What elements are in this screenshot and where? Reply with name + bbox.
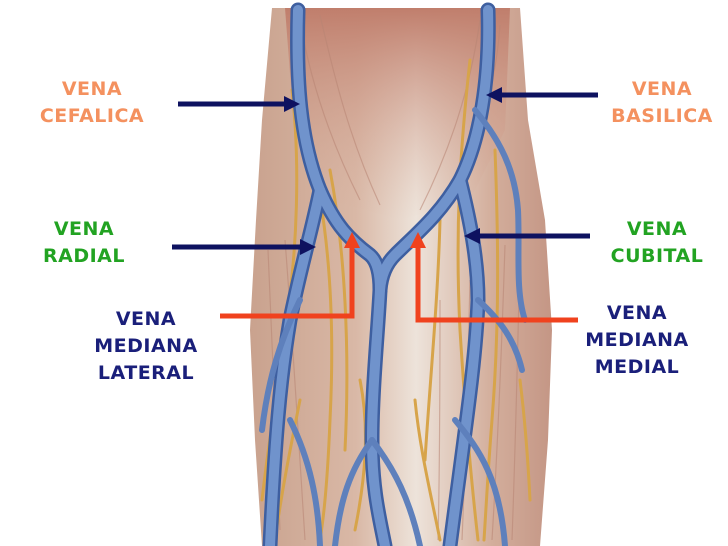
arrow-icon <box>486 87 598 103</box>
arrow-icon <box>178 96 300 112</box>
label-line: VENA <box>626 218 688 240</box>
label-vena-basilica: VENA BASILICA <box>598 76 726 130</box>
arrow-icon <box>172 239 316 255</box>
label-line: CEFALICA <box>39 105 145 127</box>
label-line: LATERAL <box>97 362 195 384</box>
label-line: CUBITAL <box>610 245 704 267</box>
label-line: VENA <box>115 308 177 330</box>
label-line: MEDIANA <box>585 329 689 351</box>
pointer-arrows <box>172 87 598 323</box>
label-line: BASILICA <box>611 105 713 127</box>
arrow-icon <box>410 232 578 323</box>
label-vena-cubital: VENA CUBITAL <box>596 216 718 270</box>
label-line: RADIAL <box>43 245 125 267</box>
upper-muscle <box>285 8 510 220</box>
arrow-icon <box>220 232 360 319</box>
label-line: MEDIAL <box>594 356 680 378</box>
veins <box>259 2 528 546</box>
muscle-striations <box>267 14 521 541</box>
arrow-icon <box>464 228 590 244</box>
label-line: VENA <box>61 78 123 100</box>
label-line: MEDIANA <box>94 335 198 357</box>
label-line: VENA <box>606 302 668 324</box>
label-vena-radial: VENA RADIAL <box>24 216 144 270</box>
label-vena-cefalica: VENA CEFALICA <box>22 76 162 130</box>
label-line: VENA <box>631 78 693 100</box>
label-line: VENA <box>53 218 115 240</box>
label-vena-mediana-medial: VENA MEDIANA MEDIAL <box>572 300 702 381</box>
label-vena-mediana-lateral: VENA MEDIANA LATERAL <box>82 306 210 387</box>
